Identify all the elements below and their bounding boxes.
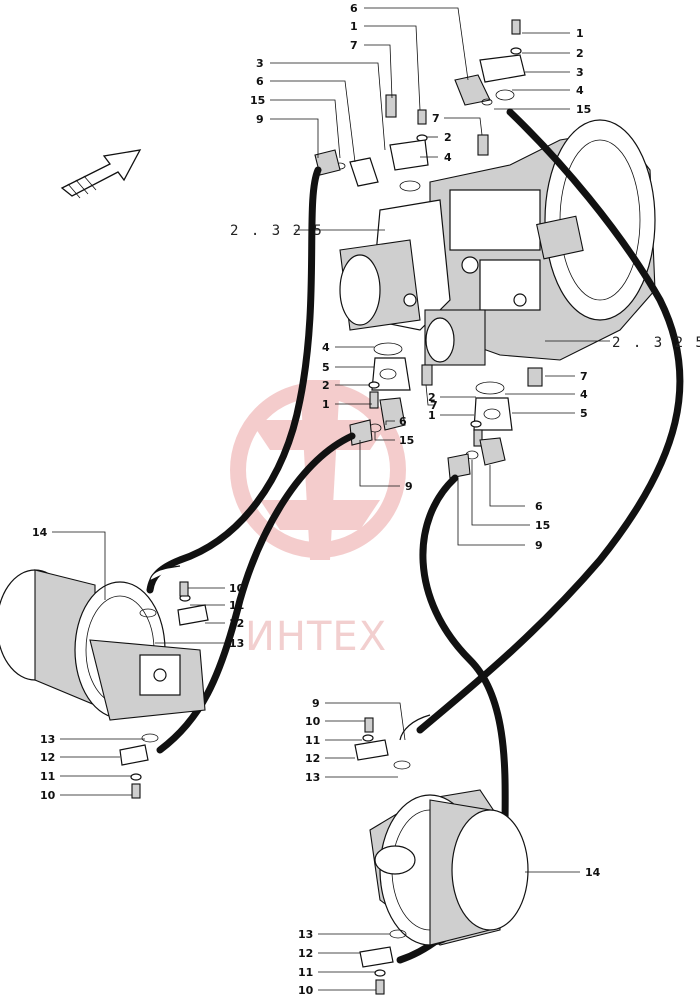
- callout-label: 7: [432, 112, 440, 125]
- reference-leaders: [295, 229, 610, 342]
- callout-label: 1: [576, 27, 584, 40]
- callout-label: 4: [576, 84, 584, 97]
- callout-label: 12: [298, 947, 313, 960]
- callout-label: 10: [40, 789, 56, 802]
- callout-label: 14: [585, 866, 601, 879]
- callout-label: 2: [428, 391, 436, 404]
- callout-label: 6: [256, 75, 264, 88]
- left-track-motor: [0, 565, 209, 799]
- callout-label: 9: [256, 113, 264, 126]
- callout-label: 1: [322, 398, 330, 411]
- callout-label: 2: [444, 131, 452, 144]
- callout-label: 12: [229, 617, 244, 630]
- callout-label: 1: [428, 409, 436, 422]
- callout-label: 9: [312, 697, 320, 710]
- callout-label: 3: [576, 66, 584, 79]
- callout-label: 12: [305, 752, 320, 765]
- callout-label: 13: [298, 928, 313, 941]
- callout-label: 15: [250, 94, 265, 107]
- callout-label: 4: [580, 388, 588, 401]
- callout-label: 2: [576, 47, 584, 60]
- callout-label: 7: [350, 39, 358, 52]
- callout-label: 2: [322, 379, 330, 392]
- reference-label-pump-lower: 2 . 3 2 5: [612, 335, 700, 351]
- callout-label: 12: [40, 751, 55, 764]
- callout-label: 10: [229, 582, 245, 595]
- callout-label: 6: [399, 415, 407, 428]
- callout-label: 5: [580, 407, 588, 420]
- callout-label: 11: [229, 599, 244, 612]
- callout-label: 1: [350, 20, 358, 33]
- top-fittings: [314, 19, 526, 192]
- callout-label: 7: [580, 370, 588, 383]
- callout-label: 9: [535, 539, 543, 552]
- callout-labels: 6 1 7 3 6 15 9 1 2 3 4 15 7 2 4 4 5 2 1 …: [32, 2, 601, 997]
- reference-label-pump-upper: 2 . 3 2 5: [230, 223, 324, 239]
- callout-label: 3: [256, 57, 264, 70]
- callout-label: 13: [229, 637, 244, 650]
- right-track-motor: [354, 714, 529, 995]
- watermark-text: ИНТЕХ: [245, 614, 387, 660]
- callout-label: 11: [305, 734, 320, 747]
- callout-label: 6: [350, 2, 358, 15]
- callout-label: 7: [430, 399, 438, 412]
- callout-label: 10: [305, 715, 321, 728]
- callout-label: 13: [40, 733, 55, 746]
- callout-label: 4: [322, 341, 330, 354]
- callout-label: 15: [576, 103, 591, 116]
- callout-label: 14: [32, 526, 48, 539]
- callout-label: 4: [444, 151, 452, 164]
- callout-label: 13: [305, 771, 320, 784]
- callout-label: 5: [322, 361, 330, 374]
- callout-label: 11: [40, 770, 55, 783]
- callout-label: 15: [535, 519, 550, 532]
- callout-label: 15: [399, 434, 414, 447]
- callout-leaders: [52, 7, 580, 991]
- callout-label: 10: [298, 984, 314, 997]
- callout-label: 11: [298, 966, 313, 979]
- callout-label: 6: [535, 500, 543, 513]
- direction-arrow-icon: [60, 149, 142, 199]
- callout-label: 9: [405, 480, 413, 493]
- pump-assembly: [339, 119, 656, 366]
